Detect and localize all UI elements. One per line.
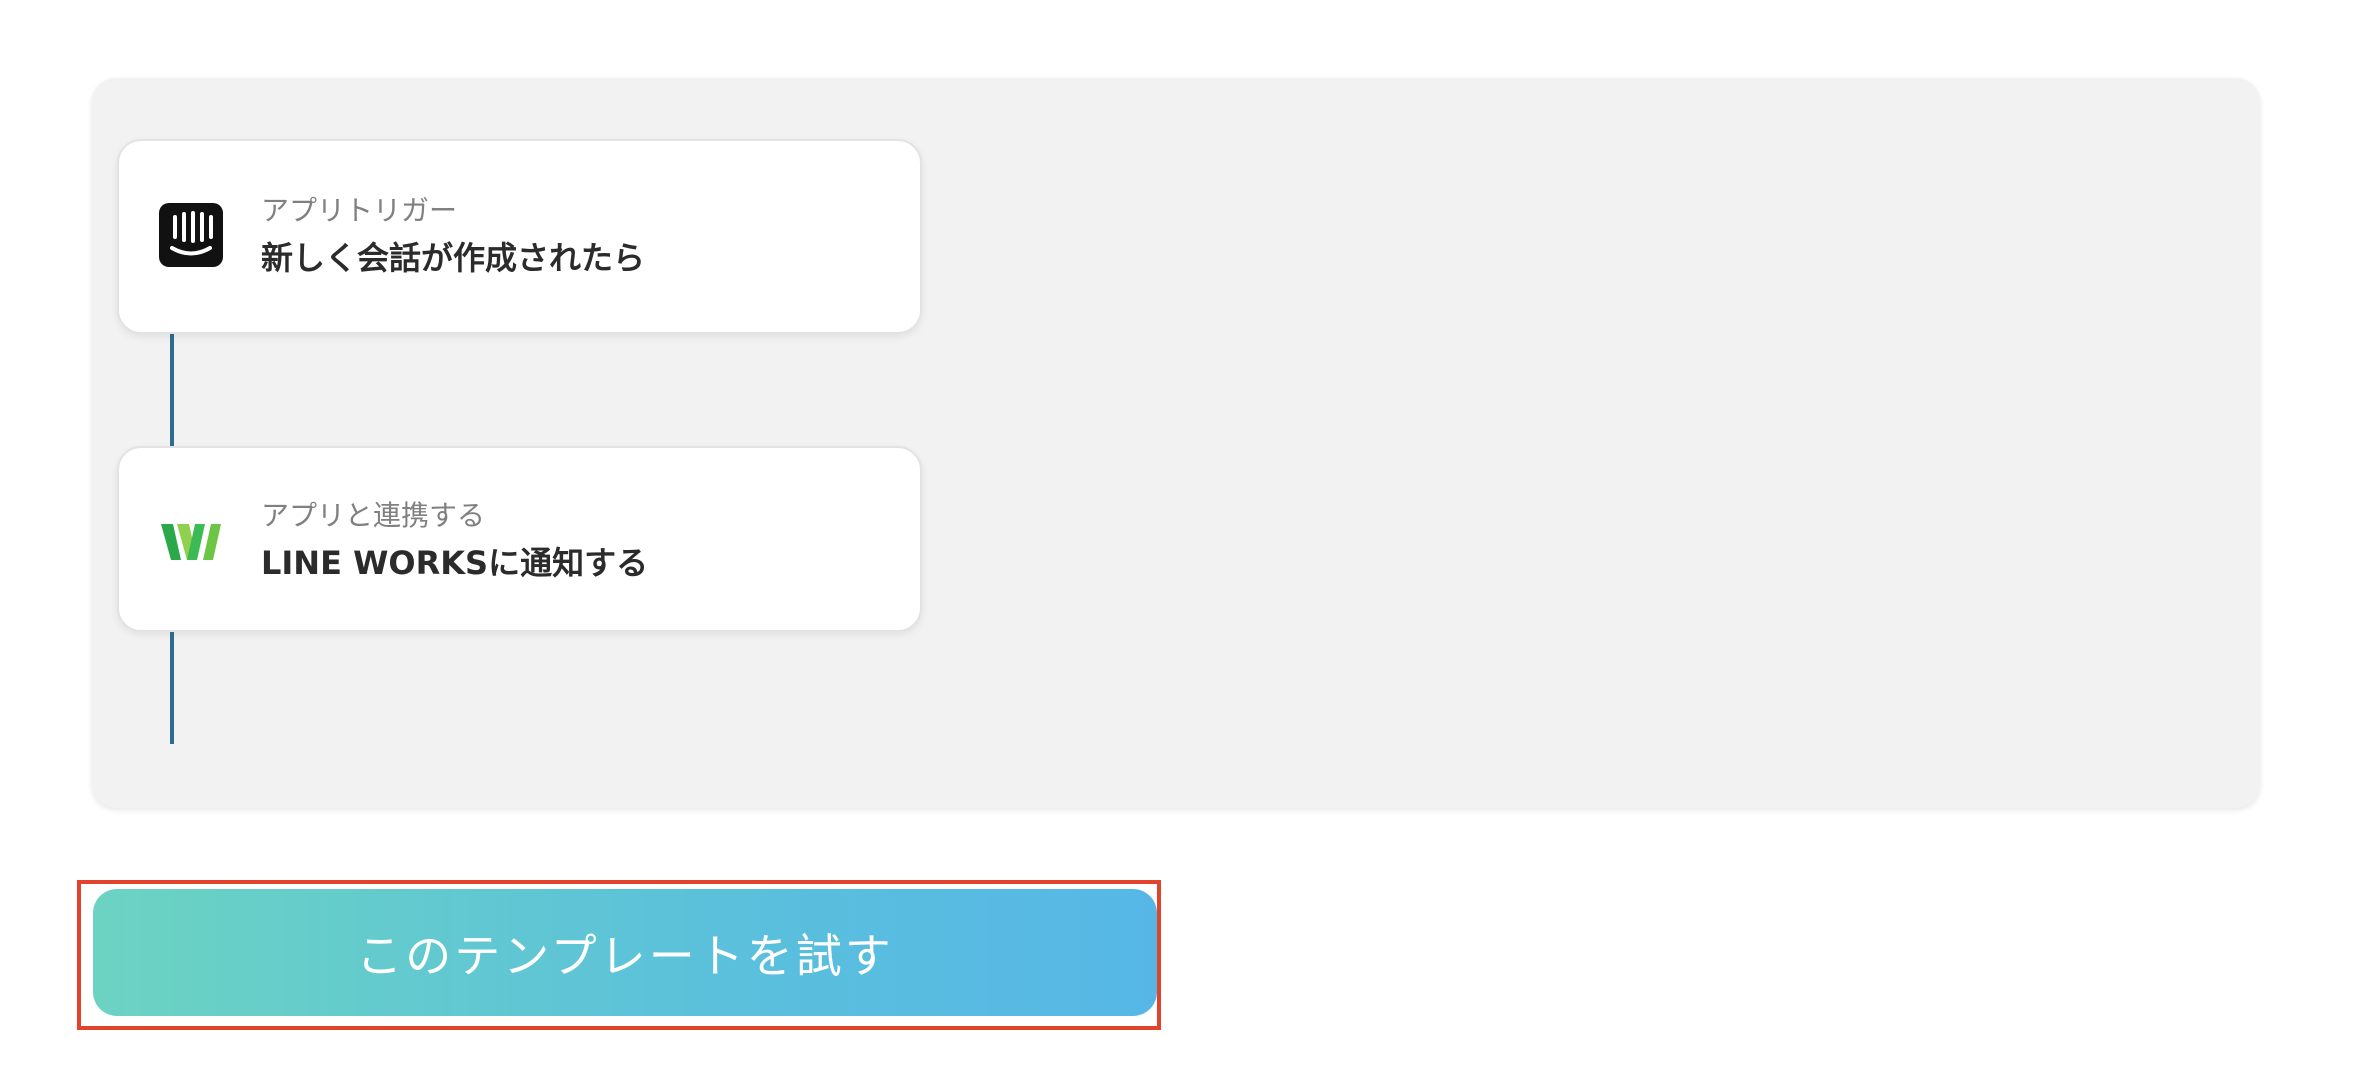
try-template-button[interactable]: このテンプレートを試す (93, 889, 1157, 1016)
flow-connector (170, 334, 174, 446)
step-kind-label: アプリと連携する (261, 499, 486, 532)
intercom-icon (159, 203, 223, 267)
flow-step-action[interactable]: アプリと連携する LINE WORKSに通知する (117, 446, 922, 632)
line-works-icon (159, 510, 223, 574)
step-title: 新しく会話が作成されたら (261, 239, 646, 277)
flow-connector (170, 632, 174, 744)
step-kind-label: アプリトリガー (261, 194, 458, 227)
cta-highlight-outline (77, 880, 1161, 1030)
flow-step-trigger[interactable]: アプリトリガー 新しく会話が作成されたら (117, 139, 922, 334)
step-title: LINE WORKSに通知する (261, 544, 649, 582)
